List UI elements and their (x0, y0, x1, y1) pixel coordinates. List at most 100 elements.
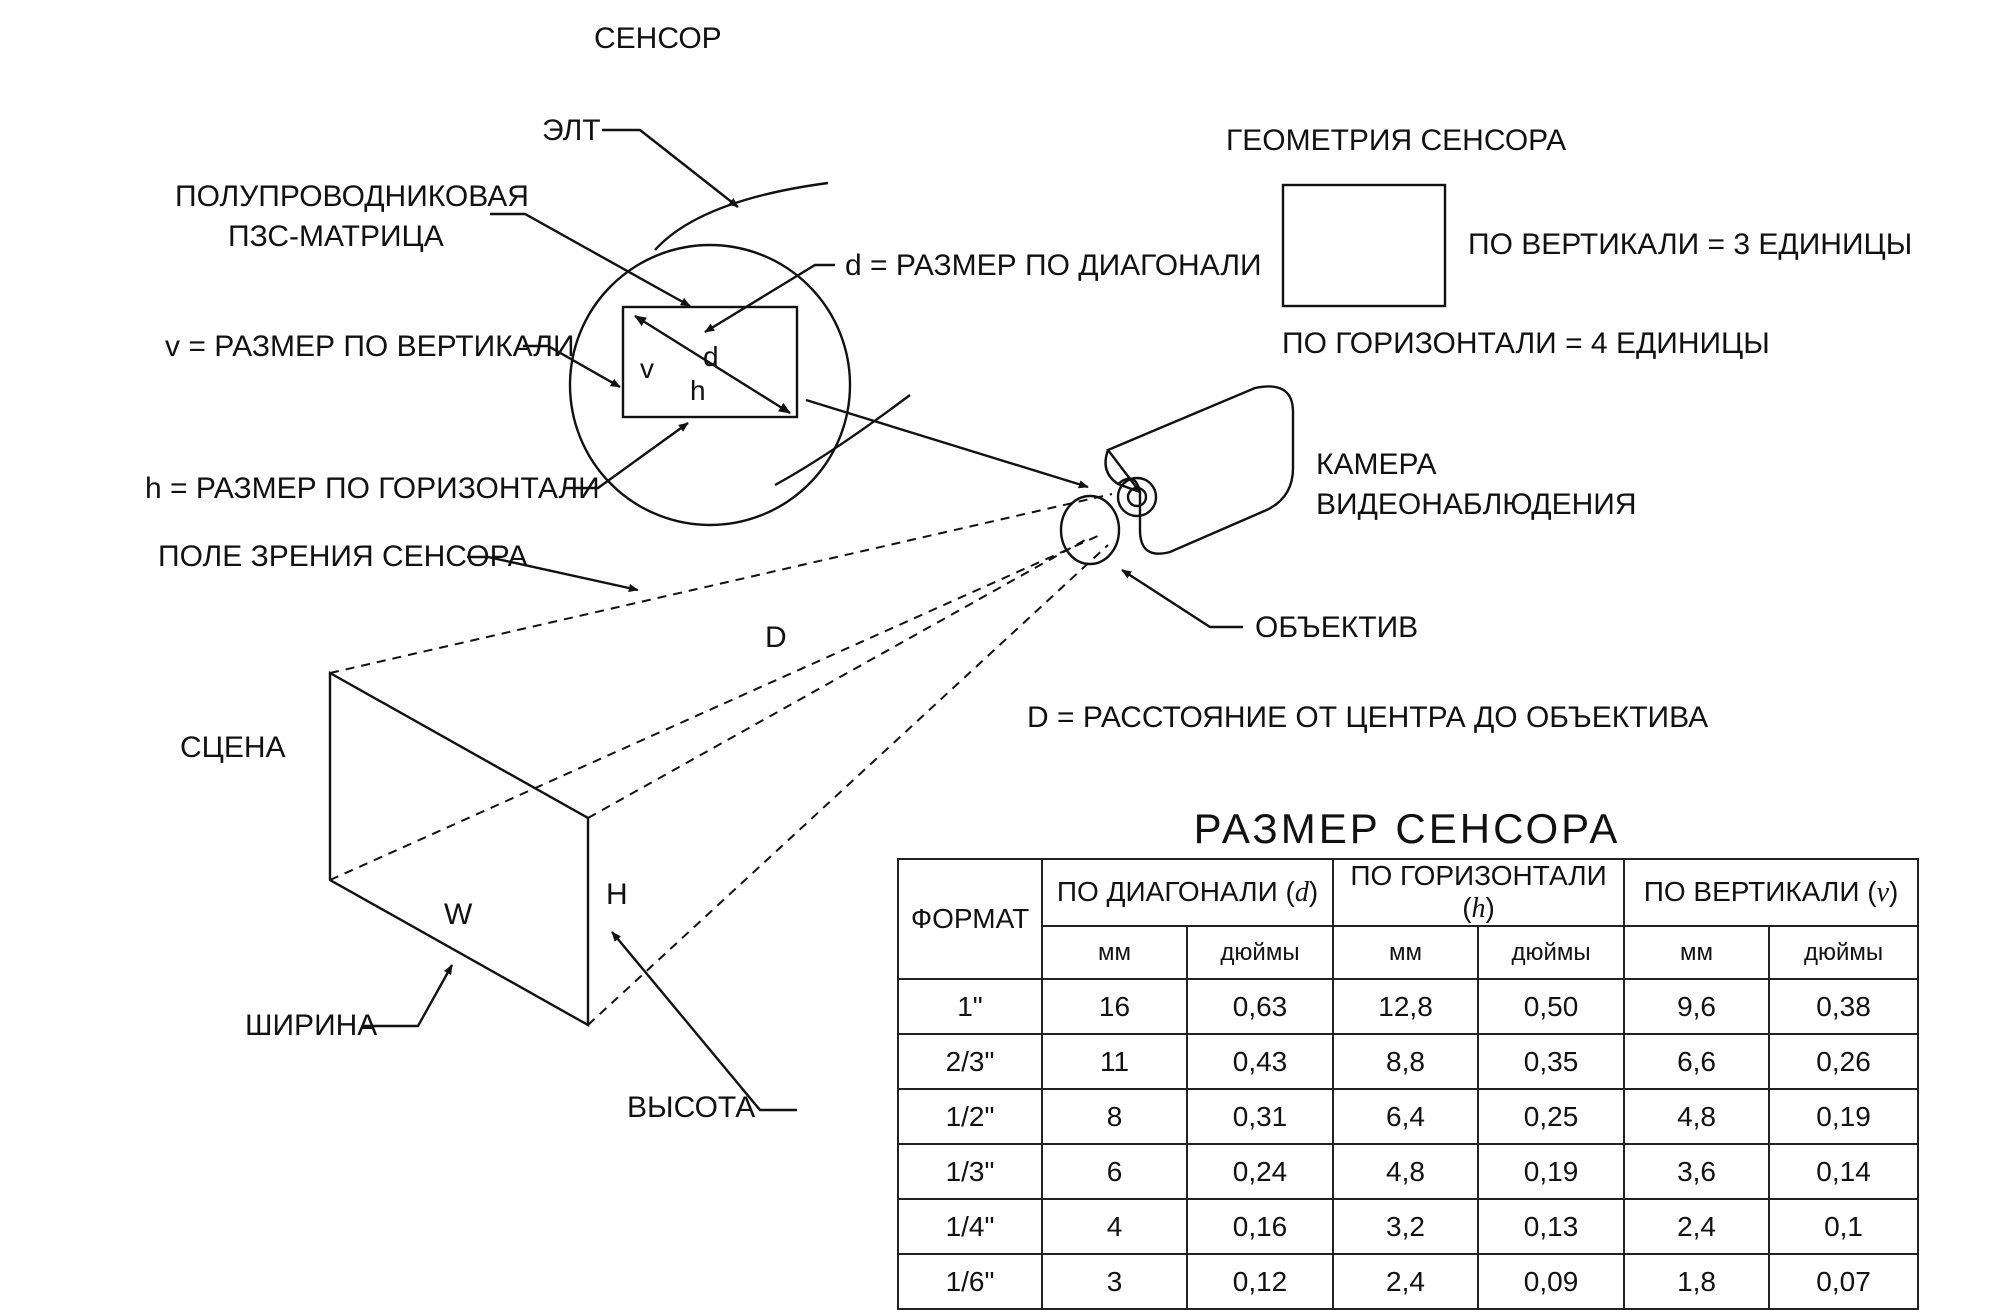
lens-leader (1121, 568, 1243, 629)
table-cell: 0,09 (1477, 1253, 1626, 1310)
height-label: ВЫСОТА (627, 1091, 755, 1124)
table-cell: 4,8 (1332, 1143, 1480, 1200)
table-cell: 1/3" (897, 1143, 1043, 1200)
table-cell: 0,35 (1477, 1033, 1626, 1090)
table-row: 1" 16 0,63 12,8 0,50 9,6 0,38 (897, 978, 1920, 1035)
surveillance-camera (1104, 385, 1295, 555)
geometry-horizontal-units: ПО ГОРИЗОНТАЛИ = 4 ЕДИНИЦЫ (1282, 327, 1770, 360)
table-cell: 1/6" (897, 1253, 1043, 1310)
table-cell: 3,6 (1623, 1143, 1771, 1200)
table-cell: 6 (1041, 1143, 1188, 1200)
scene-label: СЦЕНА (180, 731, 286, 764)
table-cell: 12,8 (1332, 978, 1480, 1035)
table-cell: 3 (1041, 1253, 1188, 1310)
table-body: 1" 16 0,63 12,8 0,50 9,6 0,38 2/3" 11 0,… (897, 978, 1920, 1310)
vertical-definition: v = РАЗМЕР ПО ВЕРТИКАЛИ (165, 330, 575, 363)
table-row: 2/3" 11 0,43 8,8 0,35 6,6 0,26 (897, 1033, 1920, 1090)
table-cell: 6,6 (1623, 1033, 1771, 1090)
fov-leader (467, 555, 639, 593)
sensor-size-table: ФОРМАТ ПО ДИАГОНАЛИ (d) ПО ГОРИЗОНТАЛИ (… (897, 858, 1920, 1310)
table-cell: 0,38 (1768, 978, 1920, 1035)
height-leader (611, 931, 797, 1112)
unit-header: мм (1623, 925, 1771, 980)
ccd-label-line1: ПОЛУПРОВОДНИКОВАЯ (175, 180, 529, 213)
distance-symbol: D (765, 621, 787, 654)
lens-shape (1059, 494, 1121, 566)
sensor-size-table-block: РАЗМЕР СЕНСОРА ФОРМАТ ПО ДИАГОНАЛИ (d) П… (897, 800, 1920, 1310)
table-cell: 0,50 (1477, 978, 1626, 1035)
sensor-title: СЕНСОР (594, 22, 722, 55)
geometry-box (1281, 183, 1447, 308)
group-header-diagonal: ПО ДИАГОНАЛИ (d) (1040, 858, 1335, 927)
crt-label: ЭЛТ (542, 114, 601, 147)
table-cell: 16 (1041, 978, 1188, 1035)
ccd-matrix (621, 305, 799, 419)
unit-header: мм (1332, 925, 1480, 980)
table-cell: 1,8 (1623, 1253, 1771, 1310)
table-cell: 0,16 (1185, 1198, 1335, 1255)
diagonal-arrow (634, 314, 791, 415)
table-cell: 2,4 (1332, 1253, 1480, 1310)
table-cell: 0,13 (1477, 1198, 1626, 1255)
table-cell: 3,2 (1332, 1198, 1480, 1255)
horizontal-definition: h = РАЗМЕР ПО ГОРИЗОНТАЛИ (145, 472, 600, 505)
table-cell: 0,43 (1185, 1033, 1335, 1090)
unit-header: дюймы (1768, 925, 1920, 980)
table-row: 1/3" 6 0,24 4,8 0,19 3,6 0,14 (897, 1143, 1920, 1200)
lens-label: ОБЪЕКТИВ (1255, 611, 1418, 644)
table-cell: 1" (897, 978, 1043, 1035)
width-symbol: W (444, 898, 473, 931)
table-cell: 0,19 (1477, 1143, 1626, 1200)
table-row: 1/6" 3 0,12 2,4 0,09 1,8 0,07 (897, 1253, 1920, 1310)
table-cell: 0,26 (1768, 1033, 1920, 1090)
table-cell: 0,12 (1185, 1253, 1335, 1310)
sensor-circle (568, 243, 852, 527)
table-cell: 1/2" (897, 1088, 1043, 1145)
width-label: ШИРИНА (245, 1009, 377, 1042)
table-cell: 0,07 (1768, 1253, 1920, 1310)
unit-header: дюймы (1185, 925, 1335, 980)
crt-leader (602, 128, 739, 208)
crt-tube (654, 181, 911, 487)
diagonal-definition: d = РАЗМЕР ПО ДИАГОНАЛИ (845, 249, 1262, 282)
distance-definition: D = РАССТОЯНИЕ ОТ ЦЕНТРА ДО ОБЪЕКТИВА (1027, 701, 1708, 734)
geometry-vertical-units: ПО ВЕРТИКАЛИ = 3 ЕДИНИЦЫ (1468, 228, 1912, 261)
table-cell: 0,14 (1768, 1143, 1920, 1200)
table-cell: 8 (1041, 1088, 1188, 1145)
table-cell: 0,19 (1768, 1088, 1920, 1145)
horizontal-leader (565, 422, 689, 490)
table-cell: 4,8 (1623, 1088, 1771, 1145)
geometry-title: ГЕОМЕТРИЯ СЕНСОРА (1226, 124, 1566, 157)
unit-header: мм (1041, 925, 1188, 980)
diagonal-leader (704, 263, 835, 334)
table-cell: 11 (1041, 1033, 1188, 1090)
table-row: 1/2" 8 0,31 6,4 0,25 4,8 0,19 (897, 1088, 1920, 1145)
table-cell: 6,4 (1332, 1088, 1480, 1145)
group-header-horizontal: ПО ГОРИЗОНТАЛИ (h) (1332, 858, 1626, 927)
symbol-v: v (640, 353, 654, 384)
scene-plane (328, 670, 590, 1028)
symbol-h: h (690, 375, 706, 406)
camera-label-line1: КАМЕРА (1316, 448, 1437, 481)
vertical-leader (523, 344, 621, 389)
ccd-label-line2: ПЗС-МАТРИЦА (228, 220, 444, 253)
table-cell: 0,1 (1768, 1198, 1920, 1255)
table-cell: 1/4" (897, 1198, 1043, 1255)
table-cell: 9,6 (1623, 978, 1771, 1035)
fov-label: ПОЛЕ ЗРЕНИЯ СЕНСОРА (158, 540, 528, 573)
format-header: ФОРМАТ (897, 858, 1043, 980)
table-title: РАЗМЕР СЕНСОРА (1193, 805, 1621, 852)
table-cell: 4 (1041, 1198, 1188, 1255)
table-cell: 0,25 (1477, 1088, 1626, 1145)
camera-label-line2: ВИДЕОНАБЛЮДЕНИЯ (1316, 488, 1637, 521)
sensor-camera-connector (805, 398, 1089, 489)
table-cell: 2,4 (1623, 1198, 1771, 1255)
ccd-leader (490, 212, 691, 308)
table-cell: 0,63 (1185, 978, 1335, 1035)
table-cell: 0,31 (1185, 1088, 1335, 1145)
table-cell: 0,24 (1185, 1143, 1335, 1200)
group-header-vertical: ПО ВЕРТИКАЛИ (v) (1623, 858, 1920, 927)
table-cell: 8,8 (1332, 1033, 1480, 1090)
table-row: 1/4" 4 0,16 3,2 0,13 2,4 0,1 (897, 1198, 1920, 1255)
